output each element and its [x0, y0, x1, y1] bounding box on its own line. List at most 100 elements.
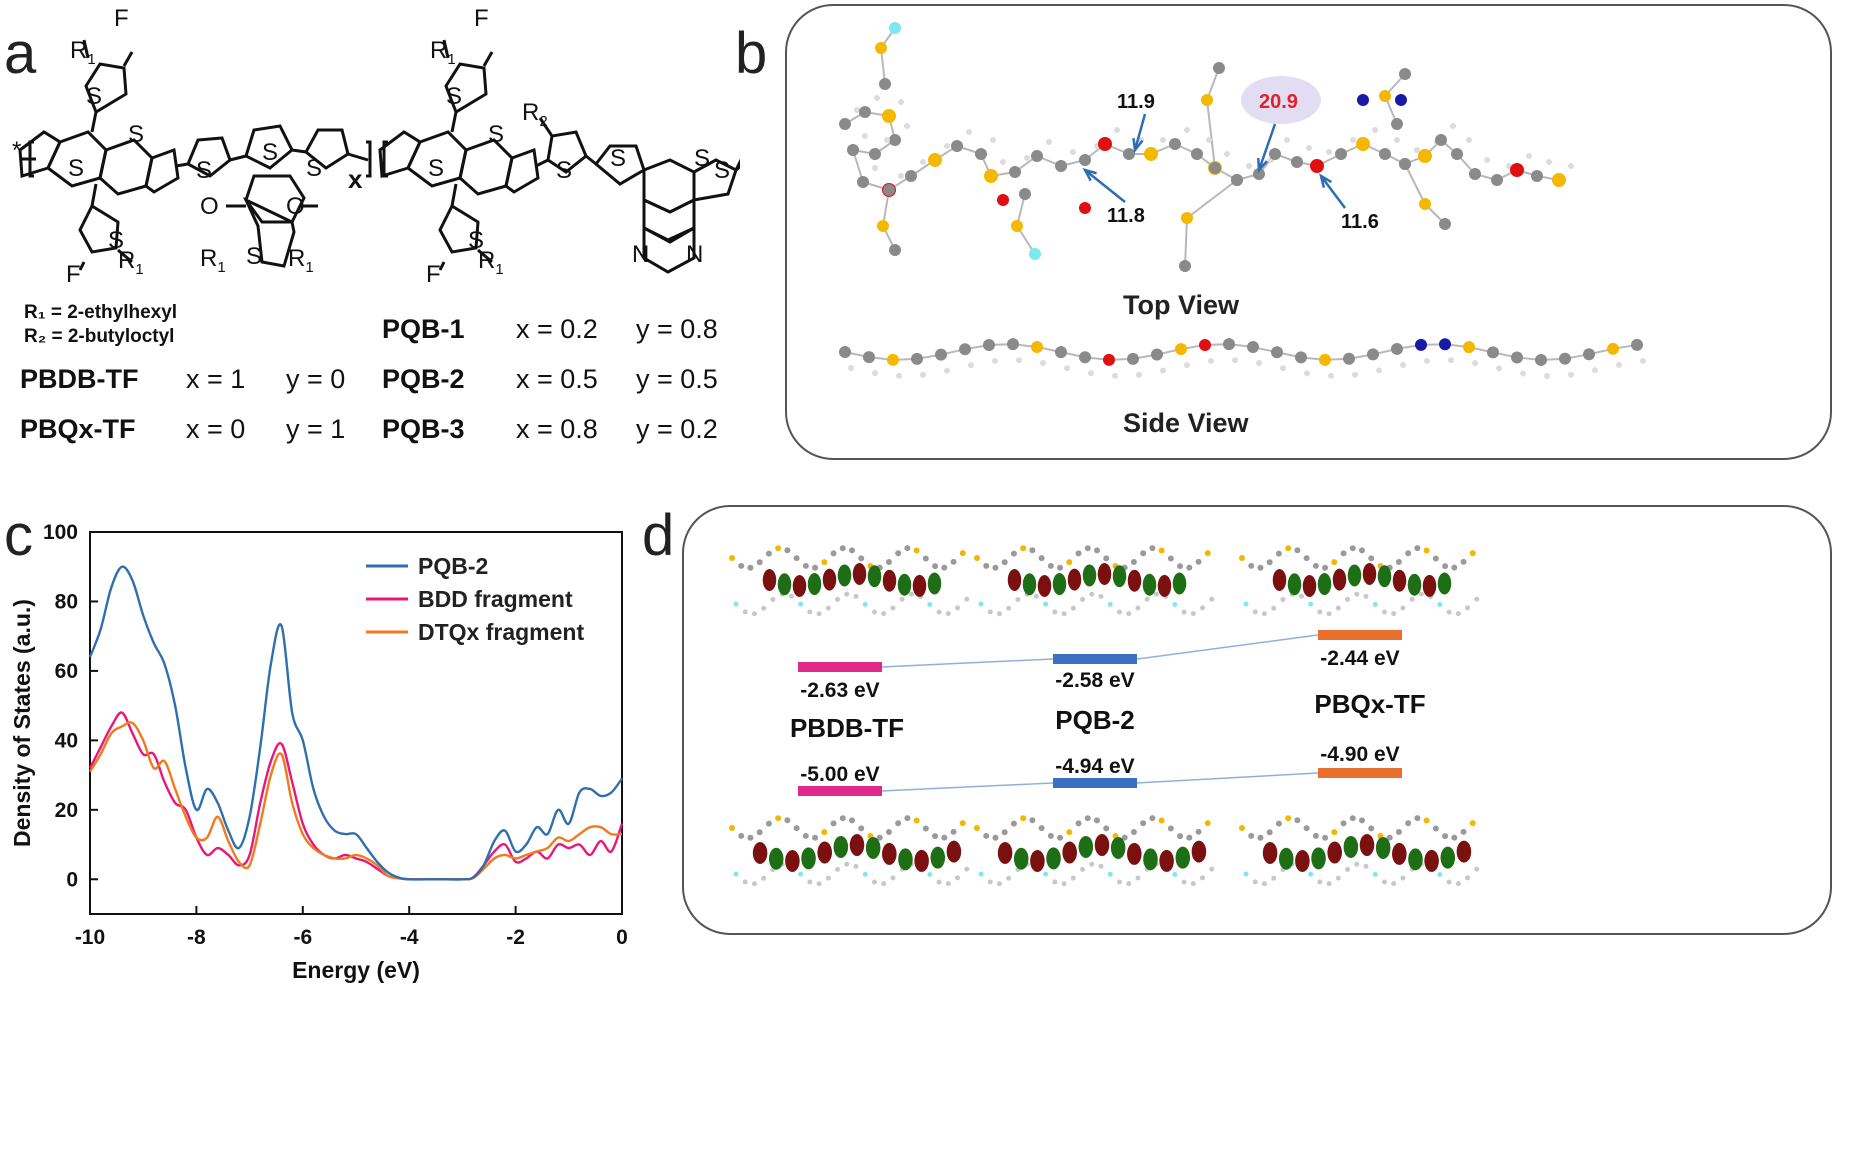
atom: [1363, 593, 1369, 599]
atom-f: F: [114, 5, 129, 32]
orbital-lobe: [927, 572, 942, 595]
hydrogen-atom: [1546, 159, 1552, 165]
atom: [821, 829, 828, 836]
orbital-lobe: [1347, 564, 1362, 587]
orbital-lobe: [1142, 573, 1157, 596]
orbital-lobe: [1407, 573, 1422, 596]
hydrogen-atom: [1114, 127, 1120, 133]
carbon-atom: [1487, 346, 1499, 359]
y-value: y = 0: [286, 364, 346, 394]
homo-level-bar: [1053, 778, 1137, 788]
orbital-lobe: [1191, 840, 1207, 863]
x-value: x = 0.8: [516, 414, 598, 444]
homo-level-bar: [798, 786, 882, 796]
atom: [1006, 875, 1012, 881]
atom-s: S: [446, 83, 462, 110]
orbital-lobe: [1424, 849, 1439, 872]
atom: [1080, 866, 1086, 872]
atom-s: S: [694, 145, 710, 172]
hydrogen-atom: [848, 365, 854, 371]
atom: [742, 609, 748, 615]
y-tick-label: 40: [55, 729, 78, 752]
y-tick-label: 60: [55, 660, 78, 683]
highlight-ellipse: [1241, 76, 1321, 124]
atom: [1066, 559, 1073, 566]
orbital-lobe: [762, 569, 777, 591]
atom: [1372, 871, 1378, 877]
atom: [1349, 815, 1356, 822]
atom: [922, 555, 929, 562]
y-axis-label: Density of States (a.u.): [9, 599, 35, 847]
atom: [1186, 834, 1193, 841]
x-value: x = 0: [186, 414, 246, 444]
polymer-name: PQB-2: [382, 364, 465, 394]
r1-definition: R₁ = 2-ethylhexyl: [24, 302, 178, 323]
atom: [881, 611, 887, 617]
carbon-atom: [959, 343, 971, 356]
repeat-x: x: [348, 164, 363, 194]
hydrogen-atom: [872, 165, 878, 171]
x-value: x = 0.2: [516, 314, 598, 344]
oxygen-atom: [1510, 163, 1524, 177]
hydrogen-atom: [1136, 371, 1142, 378]
orbital-lobe: [1013, 847, 1029, 870]
atom: [1177, 563, 1184, 570]
atom: [945, 611, 951, 617]
atom: [1423, 547, 1430, 554]
nitrogen-atom: [1395, 94, 1407, 106]
atom: [913, 547, 920, 554]
carbon-atom: [975, 148, 987, 160]
legend-label: PQB-2: [418, 553, 488, 579]
atom: [1400, 605, 1406, 611]
hydrogen-atom: [1520, 370, 1526, 377]
level-connector: [1136, 634, 1319, 660]
orbital-lobe: [817, 841, 832, 864]
atom: [1204, 550, 1211, 557]
carbon-atom: [1031, 150, 1043, 162]
atom: [1010, 550, 1017, 557]
hydrogen-atom: [862, 133, 868, 139]
atom-s: S: [196, 157, 212, 184]
atom: [1243, 601, 1249, 607]
orbital-lobe: [1143, 848, 1158, 871]
atom: [1195, 828, 1202, 835]
x-axis-label: Energy (eV): [292, 957, 420, 983]
substituent-r1: R1: [70, 37, 96, 68]
atom: [1158, 547, 1165, 554]
atom: [885, 828, 892, 835]
atom: [1271, 875, 1277, 881]
atom: [959, 550, 966, 557]
atom-s: S: [428, 155, 444, 182]
orbital-lobe: [1037, 574, 1052, 597]
atom: [756, 829, 763, 836]
atom: [825, 605, 831, 611]
lumo-energy: -2.58 eV: [1055, 669, 1134, 692]
arrow-head: [1256, 157, 1268, 174]
polymer-name-label: PQB-2: [1055, 705, 1134, 735]
carbon-atom: [1559, 352, 1571, 365]
polymer-name: PQB-1: [382, 314, 465, 344]
atom: [853, 593, 859, 599]
atom: [1331, 829, 1338, 836]
side-view-label: Side View: [1123, 408, 1250, 438]
orbital-lobe: [882, 569, 897, 592]
orbital-lobe: [1287, 573, 1302, 596]
carbon-atom: [1271, 346, 1283, 359]
y-value: y = 0.2: [636, 414, 718, 444]
oxygen-atom: [1103, 353, 1115, 366]
orbital-lobe: [1159, 849, 1174, 872]
atom: [1312, 832, 1319, 839]
atom: [1469, 550, 1476, 557]
atom: [1172, 872, 1178, 878]
sulfur-atom: [984, 169, 998, 183]
x-tick-label: -10: [75, 926, 105, 949]
atom: [1103, 825, 1110, 832]
atom-s: S: [556, 157, 572, 184]
atom: [1070, 605, 1076, 611]
atom: [1089, 591, 1095, 597]
hydrogen-atom: [1472, 360, 1478, 367]
hydrogen-atom: [1352, 371, 1358, 378]
atom: [1047, 562, 1054, 569]
hydrogen-atom: [1306, 145, 1312, 151]
